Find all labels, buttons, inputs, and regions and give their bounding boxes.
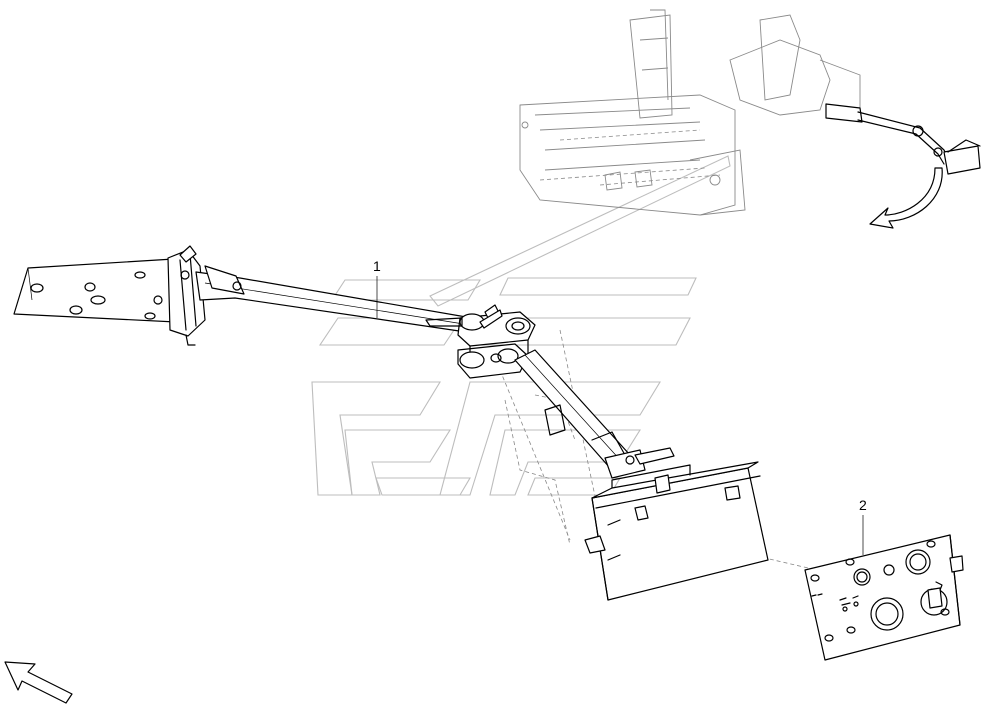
leader-lines xyxy=(499,329,809,569)
callout-2: 2 xyxy=(859,497,867,555)
curved-arrow-icon xyxy=(869,167,943,229)
control-panel xyxy=(804,534,964,661)
callout-1: 1 xyxy=(373,258,381,318)
callout-label-2: 2 xyxy=(859,497,867,513)
control-box xyxy=(584,461,769,601)
armrest-small-view xyxy=(825,103,981,175)
arrow-up-left-icon xyxy=(4,661,73,704)
armrest-bracket-assembly xyxy=(13,245,675,479)
tractor-frame-ghost xyxy=(519,9,861,216)
callout-label-1: 1 xyxy=(373,258,381,274)
